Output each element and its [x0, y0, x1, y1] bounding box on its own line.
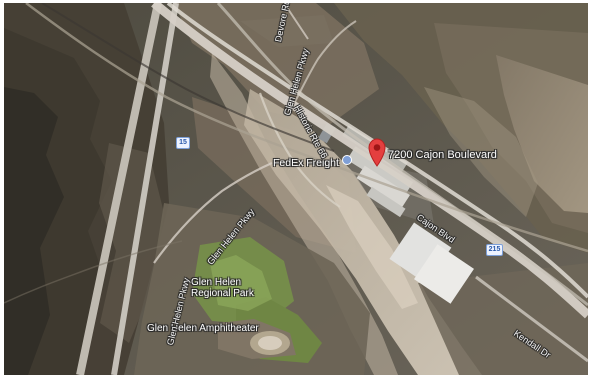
satellite-imagery	[4, 3, 588, 375]
satellite-map[interactable]: 7200 Cajon Boulevard FedEx Freight Glen …	[4, 3, 588, 375]
glen-helen-regional-park-label: Glen Helen Regional Park	[191, 277, 254, 299]
fedex-freight-label: FedEx Freight	[273, 157, 339, 169]
interstate-15-shield: 15	[176, 137, 190, 149]
poi-icon[interactable]	[342, 155, 352, 165]
map-pin-icon[interactable]	[367, 137, 387, 167]
glen-helen-amphitheater-label: Glen Helen Amphitheater	[147, 323, 259, 334]
interstate-215-shield: 215	[486, 244, 503, 256]
address-label: 7200 Cajon Boulevard	[388, 149, 497, 161]
